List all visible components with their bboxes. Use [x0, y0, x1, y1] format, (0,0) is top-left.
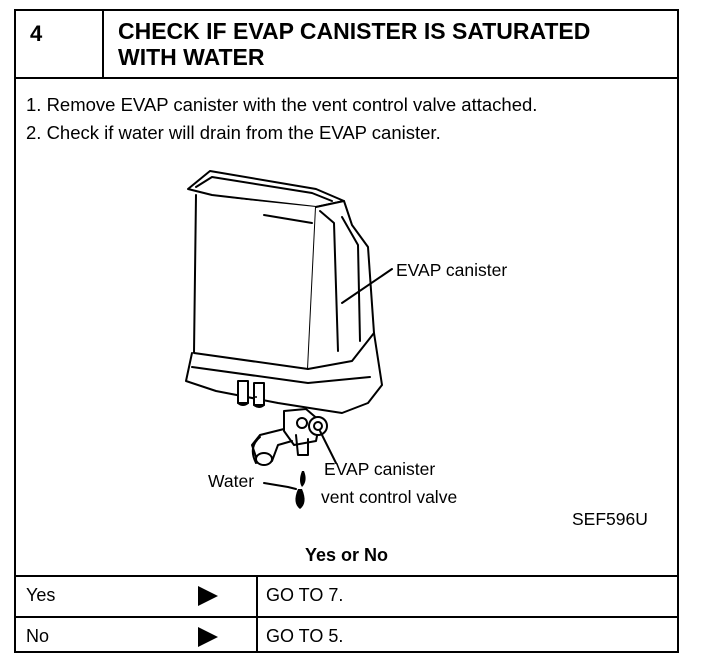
- column-divider: [256, 618, 258, 653]
- answer-label: No: [26, 626, 50, 646]
- step-number: 4: [30, 21, 43, 46]
- step-title-line-1: CHECK IF EVAP CANISTER IS SATURATED: [118, 18, 591, 44]
- action-text: GO TO 5.: [266, 626, 344, 646]
- step-header: 4 CHECK IF EVAP CANISTER IS SATURATED WI…: [16, 11, 677, 79]
- decision-heading: Yes or No: [304, 545, 389, 565]
- arrow-right-icon: [198, 627, 218, 647]
- valve-label-line-1: EVAP canister: [324, 459, 436, 479]
- instruction-list: 1. Remove EVAP canister with the vent co…: [26, 91, 537, 147]
- column-divider: [256, 577, 258, 617]
- canister-label: EVAP canister: [396, 260, 508, 280]
- water-label: Water: [208, 471, 255, 491]
- arrow-right-icon: [198, 586, 218, 606]
- diagnostic-procedure-box: 4 CHECK IF EVAP CANISTER IS SATURATED WI…: [14, 9, 679, 653]
- action-text: GO TO 7.: [266, 585, 344, 605]
- valve-label-line-2: vent control valve: [321, 487, 458, 507]
- answer-label: Yes: [26, 585, 56, 605]
- step-title: CHECK IF EVAP CANISTER IS SATURATED WITH…: [118, 18, 673, 70]
- figure-code: SEF596U: [572, 509, 648, 529]
- instruction-item: 1. Remove EVAP canister with the vent co…: [26, 94, 538, 115]
- instruction-item: 2. Check if water will drain from the EV…: [26, 122, 441, 143]
- step-title-line-2: WITH WATER: [118, 44, 265, 70]
- decision-row-yes: Yes GO TO 7.: [16, 575, 677, 617]
- decision-row-no: No GO TO 5.: [16, 616, 677, 653]
- step-number-cell: 4: [16, 11, 104, 77]
